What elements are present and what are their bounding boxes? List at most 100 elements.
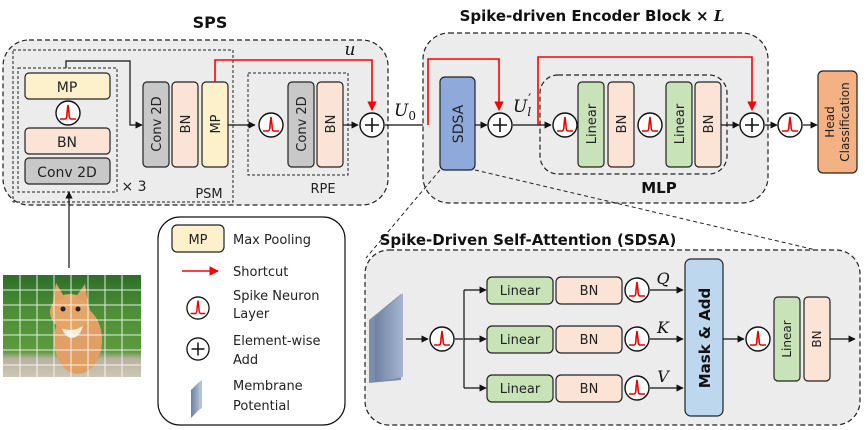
sps-title: SPS [193, 13, 228, 32]
repeat-count: × 3 [121, 179, 146, 195]
sps-module: SPS MP BN Conv 2D × 3 Conv 2D BN MP PSM … [2, 13, 437, 206]
sdsa-detail-title: Spike-Driven Self-Attention (SDSA) [380, 231, 677, 249]
head-block [817, 70, 858, 174]
q-linear-label: Linear [500, 284, 541, 299]
zoom-line-left [365, 169, 441, 259]
psm-conv-block [142, 81, 170, 168]
mask-add-block [684, 258, 724, 417]
sdsa-detail: Spike-Driven Self-Attention (SDSA) Linea… [364, 231, 861, 426]
shortcut-u-arrow [214, 59, 377, 111]
legend-label: Add [233, 353, 258, 368]
zoom-line-right [474, 169, 851, 259]
u0-label: U0 [394, 101, 416, 123]
repeat-mp-label: MP [57, 80, 78, 96]
repeat-conv-label: Conv 2D [37, 165, 97, 181]
repeat-bn-label: BN [57, 135, 77, 151]
shortcut-sdsa-arrow [427, 58, 504, 125]
v-bn-block [555, 374, 623, 403]
ul-prime-label: Ul′ [513, 92, 531, 119]
repeat-conv-block [24, 157, 111, 185]
k-linear-label: Linear [500, 333, 541, 348]
elementwise-add-icon [487, 112, 513, 138]
rpe-conv-label: Conv 2D [295, 96, 310, 151]
legend-label: Spike Neuron [233, 289, 320, 304]
legend-box [157, 216, 346, 426]
head-label-line2: Classification [838, 82, 852, 161]
legend-label: Shortcut [233, 265, 288, 280]
spike-neuron-icon [624, 277, 650, 303]
out-bn-label: BN [810, 330, 824, 347]
mlp-linear2-label: Linear [673, 103, 688, 144]
legend-label: Max Pooling [233, 233, 311, 248]
encoder-block: Spike-driven Encoder Block × L SDSA Ul′ … [422, 7, 818, 204]
rpe-bn-label: BN [324, 115, 339, 134]
repeat-bn-block [24, 127, 111, 155]
spike-neuron-icon [624, 326, 650, 352]
psm-box [12, 49, 234, 203]
mask-add-label: Mask & Add [696, 288, 714, 389]
k-bn-block [555, 325, 623, 354]
q-bn-label: BN [580, 284, 599, 299]
elementwise-add-icon [359, 112, 385, 138]
patch-grid [3, 275, 141, 377]
psm-conv-label: Conv 2D [150, 96, 165, 151]
head-classification: Head Classification [817, 70, 858, 174]
mlp-linear1-block [577, 81, 605, 168]
repeat-mp-block [24, 72, 111, 100]
shortcut-mlp-arrow [537, 56, 757, 125]
rpe-label: RPE [310, 182, 335, 197]
loop-arrow [65, 60, 143, 129]
mlp-bn1-block [607, 81, 635, 168]
spike-neuron-icon [637, 112, 663, 138]
q-linear-block [486, 276, 554, 305]
legend-membrane-icon [191, 382, 199, 418]
spike-neuron-icon [55, 100, 81, 126]
rpe-conv-block [287, 81, 315, 168]
sdsa-label: SDSA [451, 104, 467, 143]
legend-label: Membrane [233, 379, 303, 394]
head-label-line1: Head [823, 106, 837, 137]
out-linear-block [773, 296, 801, 382]
elementwise-add-icon [739, 112, 765, 138]
shortcut-u-label: u [345, 40, 356, 60]
mlp-bn1-label: BN [615, 115, 630, 134]
legend: MP Max Pooling Shortcut Spike Neuron Lay… [157, 216, 346, 426]
input-image [3, 191, 141, 377]
cat-ears [53, 283, 88, 303]
spike-neuron-icon [624, 375, 650, 401]
psm-bn-label: BN [179, 115, 194, 134]
sdsa-block [439, 76, 476, 171]
out-linear-label: Linear [780, 320, 794, 357]
psm-bn-block [171, 81, 199, 168]
spike-neuron-icon [745, 326, 771, 352]
k-label: K [656, 318, 670, 337]
spike-neuron-icon [429, 326, 455, 352]
q-bn-block [555, 276, 623, 305]
cat-head [50, 294, 90, 330]
legend-mp-symbol: MP [188, 233, 207, 248]
mlp-linear1-label: Linear [585, 103, 600, 144]
v-linear-block [486, 374, 554, 403]
v-linear-label: Linear [500, 382, 541, 397]
k-bn-label: BN [580, 333, 599, 348]
psm-mp-label: MP [209, 114, 224, 133]
legend-spike-icon [186, 296, 210, 320]
k-linear-block [486, 325, 554, 354]
legend-label: Potential [233, 399, 290, 414]
psm-label: PSM [195, 187, 222, 202]
mlp-label: MLP [641, 179, 676, 197]
spike-neuron-icon [552, 112, 578, 138]
v-bn-label: BN [580, 382, 599, 397]
mlp-bn2-label: BN [702, 115, 717, 134]
legend-add-icon [186, 337, 210, 361]
rpe-box [247, 72, 349, 176]
q-label: Q [656, 269, 669, 288]
legend-label: Element-wise [233, 334, 321, 349]
spike-neuron-icon [258, 112, 284, 138]
encoder-title: Spike-driven Encoder Block × L [460, 7, 725, 25]
spike-neuron-icon [777, 112, 803, 138]
legend-label: Layer [233, 307, 270, 322]
v-label: V [657, 367, 670, 386]
legend-mp-swatch [171, 224, 225, 253]
